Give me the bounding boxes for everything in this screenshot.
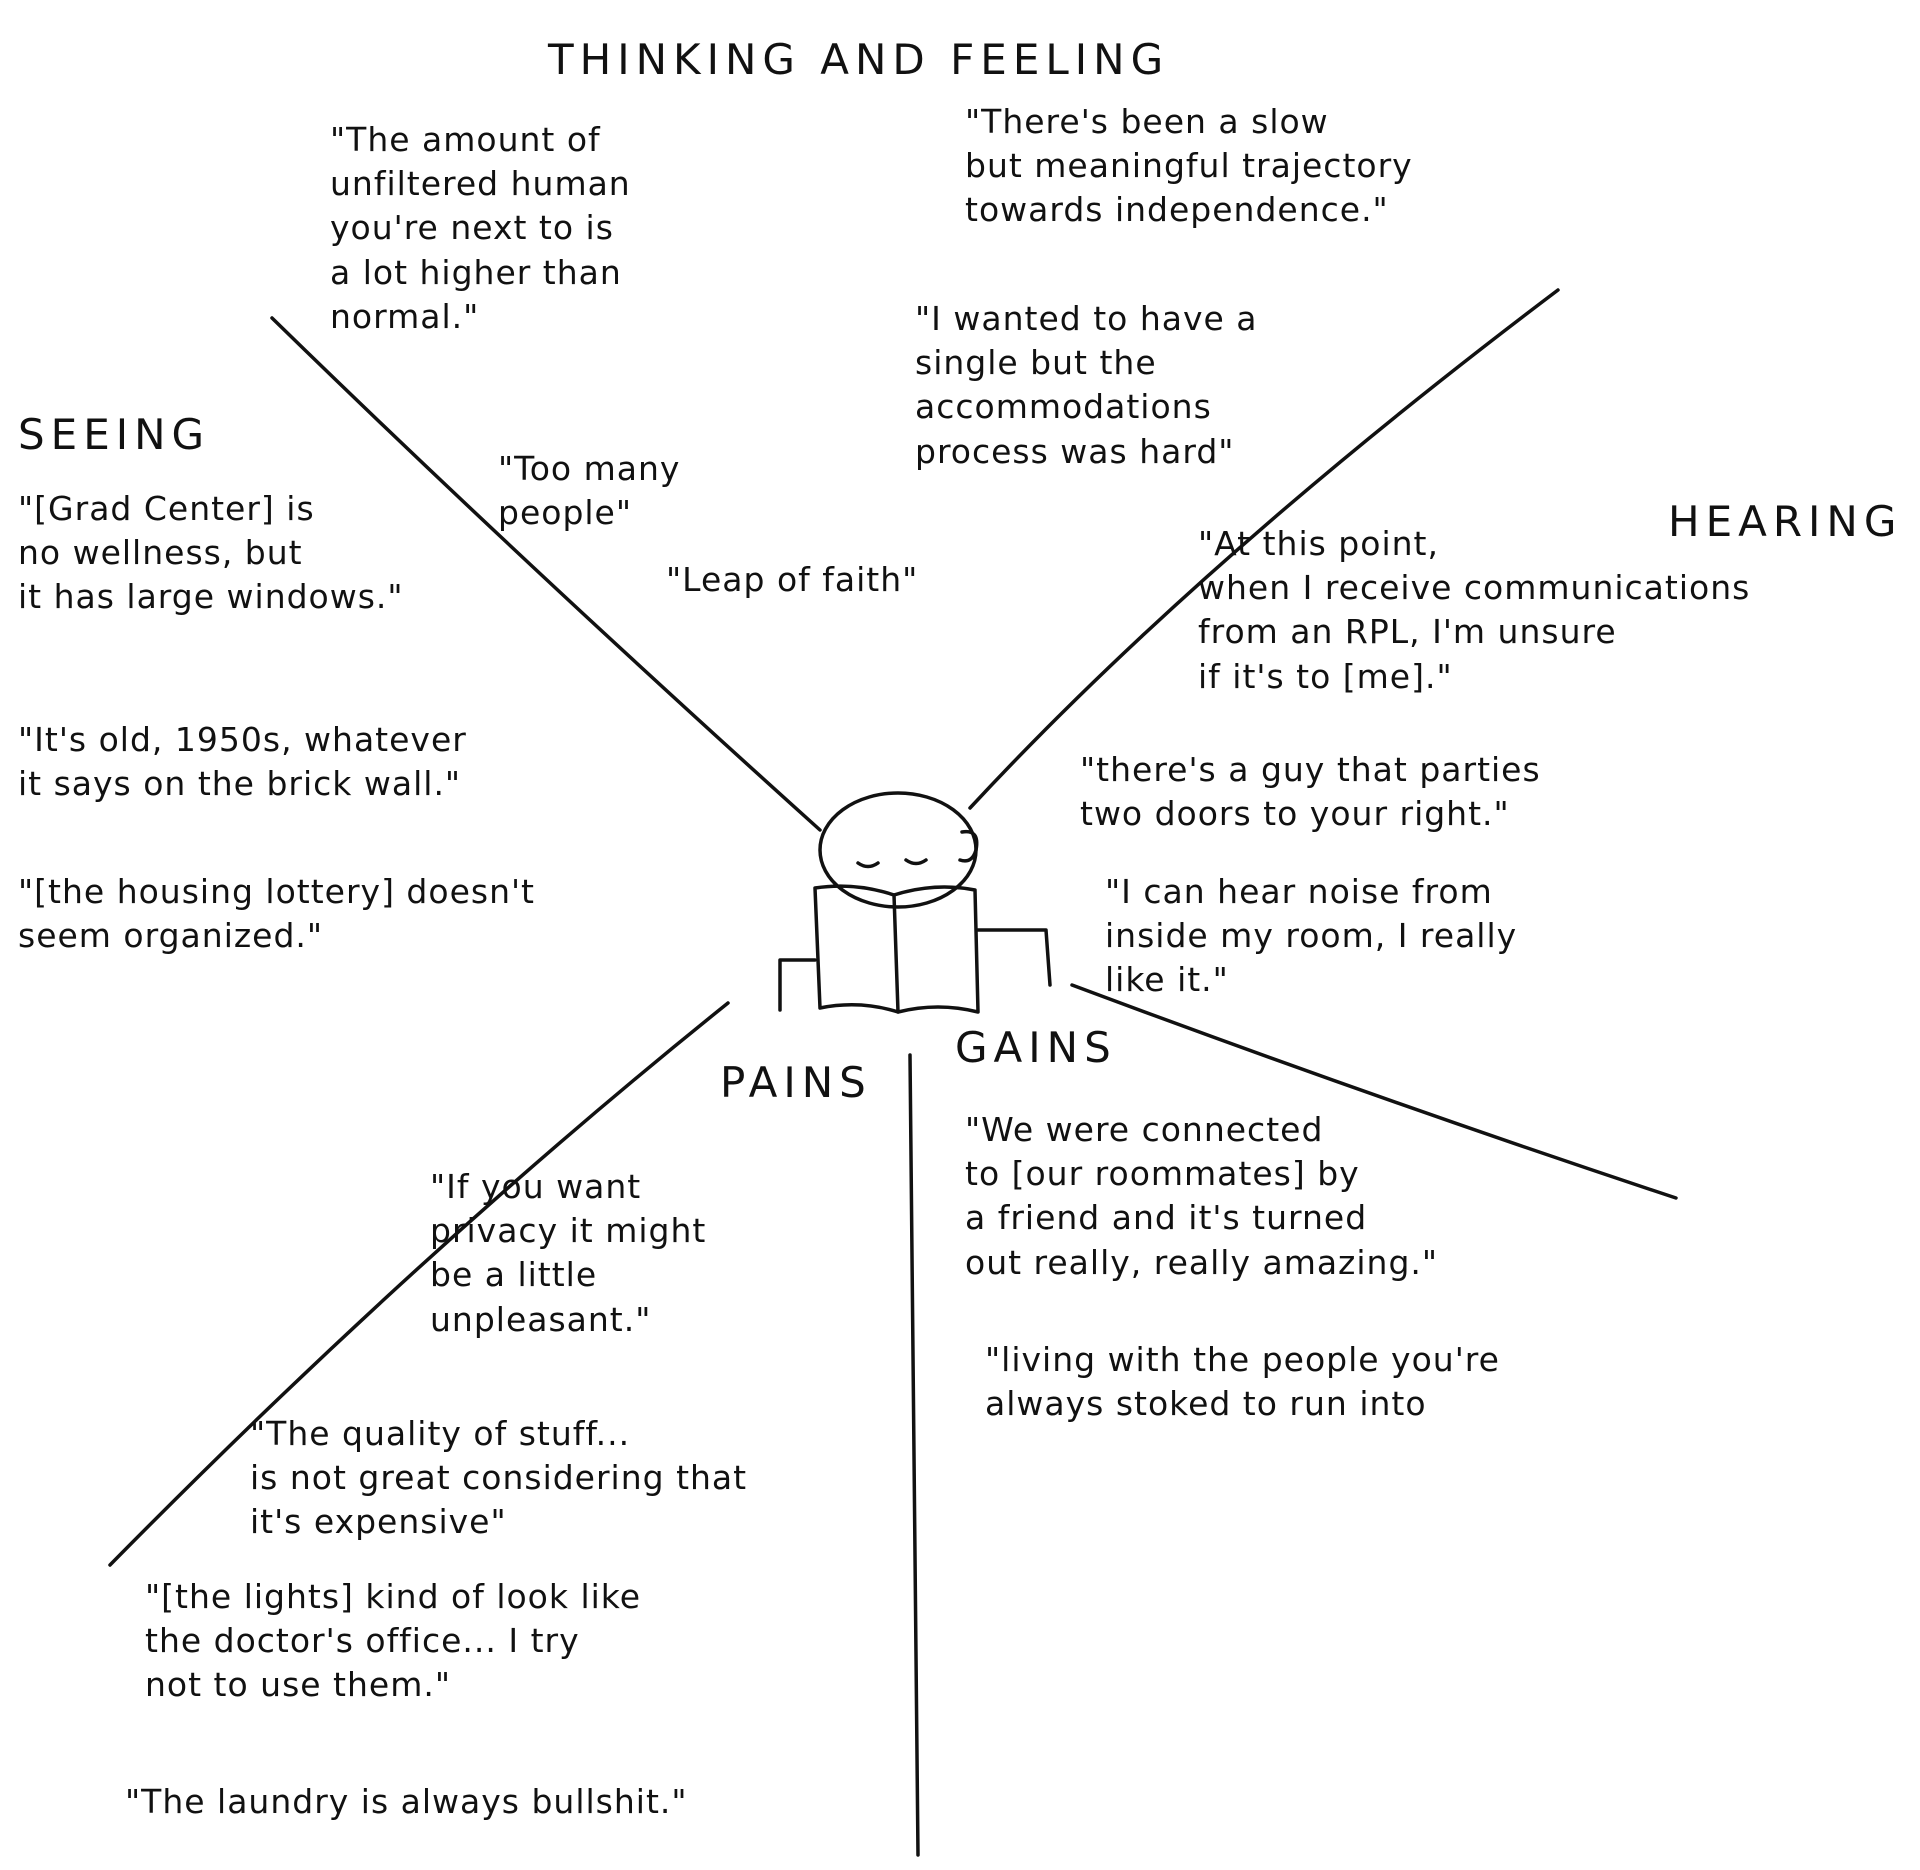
label-thinking-and-feeling: THINKING AND FEELING: [548, 35, 1170, 84]
quote-hear-noise: "I can hear noise from inside my room, I…: [1105, 872, 1518, 1000]
quote-quality-expensive: "The quality of stuff... is not great co…: [250, 1414, 748, 1542]
quote-leap-of-faith: "Leap of faith": [666, 560, 919, 599]
label-gains: GAINS: [955, 1023, 1117, 1072]
figure-eye-right: [904, 858, 928, 866]
label-pains: PAINS: [720, 1058, 872, 1107]
quote-housing-lottery: "[the housing lottery] doesn't seem orga…: [18, 872, 535, 956]
quote-wanted-single: "I wanted to have a single but the accom…: [915, 299, 1258, 471]
divider-pains-gains: [908, 1053, 920, 1857]
divider-seeing-pains: [108, 1001, 730, 1567]
quote-connected-roommates: "We were connected to [our roommates] by…: [965, 1110, 1439, 1282]
quote-grad-center: "[Grad Center] is no wellness, but it ha…: [18, 489, 404, 617]
quote-unfiltered-human: "The amount of unfiltered human you're n…: [330, 120, 631, 336]
figure-arm-left: [778, 958, 817, 1012]
figure-head: [818, 791, 978, 909]
quote-guy-parties: "there's a guy that parties two doors to…: [1080, 750, 1541, 834]
quote-living-with-people: "living with the people you're always st…: [985, 1340, 1500, 1424]
figure-ear: [958, 829, 979, 863]
label-seeing: SEEING: [18, 410, 211, 459]
quote-lights-doctors-office: "[the lights] kind of look like the doct…: [145, 1577, 642, 1705]
quote-trajectory-independence: "There's been a slow but meaningful traj…: [965, 102, 1413, 230]
reader-figure: [778, 791, 1052, 1014]
figure-eye-left: [856, 861, 880, 869]
label-hearing: HEARING: [1668, 497, 1903, 546]
figure-arm-right: [976, 928, 1052, 987]
quote-laundry: "The laundry is always bullshit.": [125, 1782, 688, 1821]
quote-rpl-communications: "At this point, when I receive communica…: [1198, 524, 1751, 696]
divider-hearing-gains: [1070, 983, 1678, 1200]
quote-too-many-people: "Too many people": [498, 449, 681, 533]
book-page-right: [892, 885, 980, 1014]
divider-thinking-hearing: [968, 288, 1560, 810]
quote-privacy-unpleasant: "If you want privacy it might be a littl…: [430, 1167, 707, 1339]
quote-1950s-brick: "It's old, 1950s, whatever it says on th…: [18, 720, 467, 804]
divider-seeing-thinking: [270, 316, 822, 832]
